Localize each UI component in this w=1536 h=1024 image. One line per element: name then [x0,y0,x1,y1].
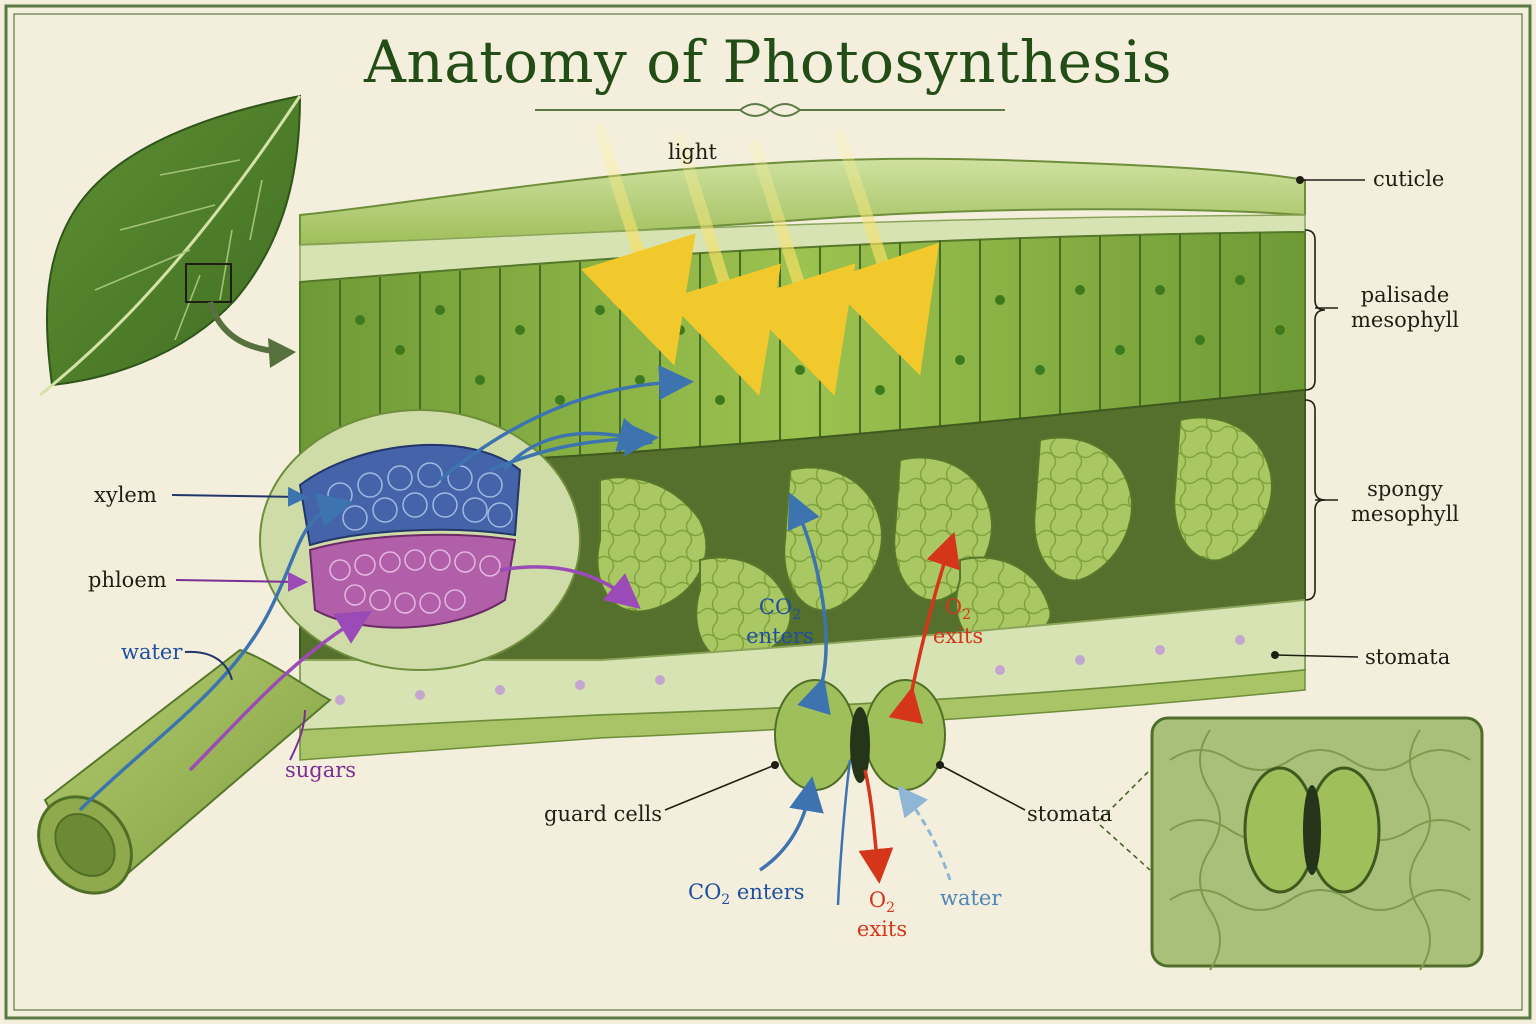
sugar-arrows [188,565,641,772]
phloem-label: phloem [88,568,167,592]
co2-inner-subscript: 2 [792,607,802,624]
o2-inner-subscript: 2 [962,607,972,624]
o2-bottom-subscript: 2 [886,900,896,917]
co2-bottom-enters: enters [730,880,805,904]
guard-cells-label: guard cells [544,802,663,826]
spongy-label-line2: mesophyll [1350,502,1460,527]
sugars-leader [289,709,306,761]
leaf-zoom-box [185,263,232,303]
xylem-label: xylem [94,483,157,507]
o2-inner-exits: exits [932,623,984,648]
o2-bottom-exits: exits [856,916,908,941]
water-bottom-label: water [940,886,1002,910]
spongy-mesophyll-label: spongy mesophyll [1340,477,1470,527]
o2-inner-label: O2 exits [928,595,988,649]
leaf-illustration [39,94,302,397]
water-arrows [78,365,694,812]
co2-bottom-arrow [759,776,824,872]
o2-inner-text: O [944,595,963,619]
sugars-label: sugars [285,758,357,782]
outer-frame [4,4,1532,1020]
co2-inner-enters: enters [746,623,814,648]
co2-inner-arrow [787,492,831,716]
inner-frame [13,13,1523,1011]
co2-bottom-text: CO [688,880,722,904]
page-title: Anatomy of Photosynthesis [363,28,1173,96]
palisade-mesophyll-label: palisade mesophyll [1340,283,1470,333]
water-bottom-arrow [897,785,952,881]
stomata-inset [1150,716,1484,971]
co2-bottom-label: CO2 enters [688,880,805,909]
xylem-tissue [298,443,522,547]
water-leader [184,650,233,681]
co2-bottom-subscript: 2 [721,892,731,909]
co2-inner-text: CO [758,595,793,619]
water-channel-line [836,759,852,906]
stomata-bottom-label: stomata [1027,802,1113,826]
palisade-label-line1: palisade [1360,283,1450,307]
light-arrows [581,124,940,396]
phloem-leader [175,571,308,592]
o2-bottom-text: O [868,888,887,912]
light-label: light [668,140,717,164]
xylem-leader [171,486,308,507]
palisade-label-line2: mesophyll [1350,308,1460,333]
o2-bottom-arrow [858,769,894,884]
vascular-bundle [259,409,581,671]
o2-bottom-label: O2 exits [852,888,912,942]
title-ornament [535,103,1005,117]
cuticle-label: cuticle [1373,167,1445,191]
epidermis-nuclei [335,635,1245,705]
stomata-right-label: stomata [1365,645,1451,669]
spongy-label-line1: spongy [1367,477,1443,501]
o2-inner-arrow [888,531,960,725]
co2-inner-label: CO2 enters [740,595,820,649]
water-left-label: water [121,640,183,664]
leader-lines [664,176,1365,811]
vein-tube [37,648,332,895]
